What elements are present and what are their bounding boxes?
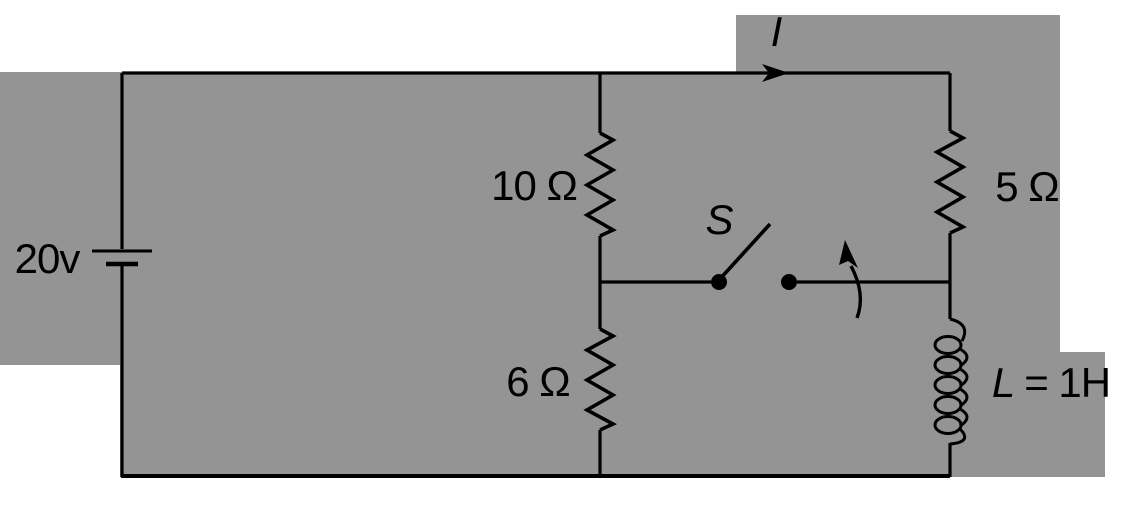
switch-contact-right <box>781 274 797 290</box>
resistor-10ohm-label: 10 Ω <box>491 162 578 209</box>
resistor-10ohm <box>583 131 617 238</box>
battery-voltage-label: 20v <box>14 235 81 282</box>
current-label: I <box>770 8 783 55</box>
switch-motion-arrow-icon <box>839 240 863 319</box>
resistor-5ohm-label: 5 Ω <box>995 163 1059 210</box>
resistor-5ohm <box>933 129 967 235</box>
inductor-symbol-label: L <box>991 359 1015 406</box>
coil-loop <box>933 415 963 435</box>
inductor-label: L= 1H <box>991 359 1111 406</box>
coil-loop <box>933 355 963 375</box>
inductor-value-label: = 1H <box>1024 359 1111 406</box>
resistor-6ohm <box>583 327 618 432</box>
switch-motion-arc <box>849 265 863 319</box>
coil-loop <box>933 335 963 355</box>
switch-motion-arrowhead <box>839 240 858 268</box>
inductor-coil <box>933 317 969 446</box>
coil-loop <box>933 375 963 395</box>
switch-symbol <box>711 222 797 290</box>
gray-patch-inductor-label <box>1058 352 1105 477</box>
coil-top-hook <box>949 317 967 342</box>
current-arrow-icon <box>762 64 789 82</box>
gray-patch-left <box>0 72 122 365</box>
coil-loop <box>933 395 963 415</box>
coil-bottom-hook <box>949 427 967 446</box>
circuit-wires <box>120 71 952 478</box>
gray-background-patches <box>0 15 1105 477</box>
battery-symbol <box>92 249 152 267</box>
switch-label: S <box>705 196 733 243</box>
gray-patch-main <box>120 72 1060 477</box>
gray-patch-top-right <box>736 15 1060 73</box>
switch-arm <box>717 222 772 282</box>
resistor-6ohm-label: 6 Ω <box>506 358 570 405</box>
